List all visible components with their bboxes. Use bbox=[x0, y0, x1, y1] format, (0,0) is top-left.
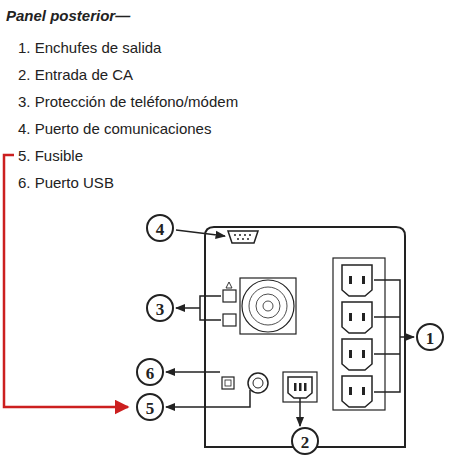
outlet-panel bbox=[333, 258, 385, 410]
panel-heading: Panel posterior— bbox=[6, 8, 130, 23]
modem-jack bbox=[223, 314, 236, 326]
ups-housing bbox=[205, 227, 405, 447]
callout-circles bbox=[137, 215, 443, 454]
callout-number: 4 bbox=[156, 221, 165, 238]
phone-jack bbox=[223, 290, 236, 302]
list-item: 1. Enchufes de salida bbox=[18, 40, 161, 55]
ac-inlet-frame bbox=[283, 372, 317, 402]
callout-number: 2 bbox=[301, 434, 310, 451]
serial-port bbox=[228, 231, 258, 243]
red-pointer bbox=[4, 155, 128, 407]
callout-number: 5 bbox=[146, 400, 155, 417]
leader-lines bbox=[166, 230, 414, 426]
list-item: 4. Puerto de comunicaciones bbox=[18, 121, 211, 136]
fuse-holder bbox=[248, 373, 268, 393]
fan bbox=[242, 280, 294, 332]
list-item: 6. Puerto USB bbox=[18, 175, 114, 190]
list-item: 5. Fusible bbox=[18, 148, 83, 163]
fan-frame bbox=[240, 278, 296, 334]
callout-number: 3 bbox=[156, 301, 165, 318]
warning-symbol bbox=[226, 282, 232, 288]
list-item: 2. Entrada de CA bbox=[18, 67, 133, 82]
list-item: 3. Protección de teléfono/módem bbox=[18, 94, 238, 109]
callout-number: 6 bbox=[146, 365, 155, 382]
output-outlets bbox=[342, 265, 372, 407]
usb-port bbox=[222, 377, 234, 389]
callout-number: 1 bbox=[426, 330, 435, 347]
ac-inlet bbox=[288, 377, 312, 398]
